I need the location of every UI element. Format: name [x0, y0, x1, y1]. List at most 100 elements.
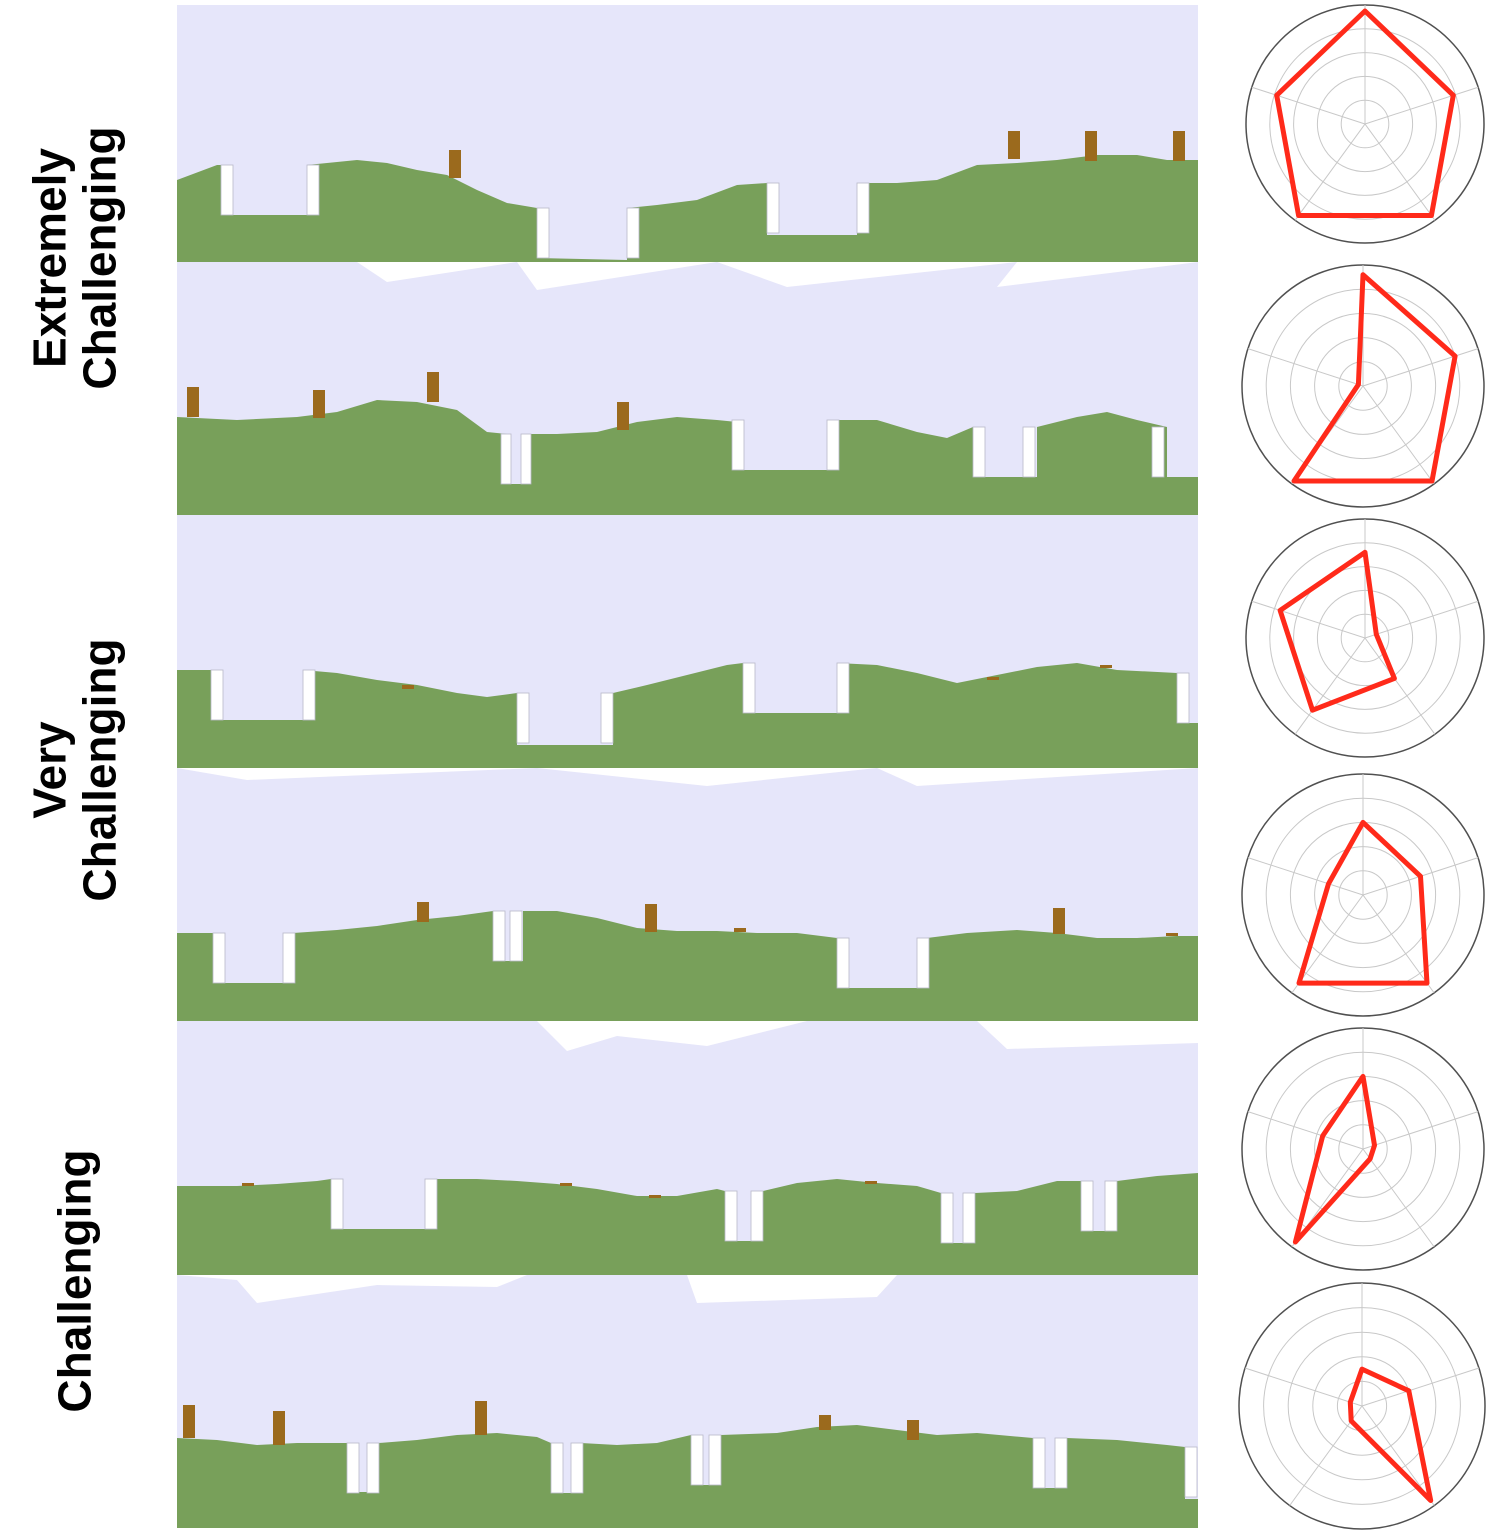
radar-spoke [1364, 600, 1479, 639]
pillar [1053, 908, 1065, 934]
pillar [649, 1195, 661, 1198]
pillar [987, 677, 999, 680]
radar-spoke [1294, 123, 1366, 221]
pillar [402, 685, 414, 689]
gap-wall [1176, 672, 1190, 724]
gap-wall [306, 164, 320, 216]
pillar [865, 1181, 877, 1184]
group-label-challenging: Challenging [49, 1148, 102, 1413]
pillar [475, 1401, 487, 1435]
gap-wall [500, 433, 512, 485]
gap-wall [940, 1192, 954, 1244]
gap-wall [826, 419, 840, 471]
gap-wall [536, 207, 550, 259]
gap-wall [1054, 1437, 1068, 1489]
radar-spoke [1364, 86, 1479, 125]
gap-wall [516, 692, 530, 744]
gap-wall [212, 932, 226, 984]
group-label-very-challenging: Very Challenging [24, 638, 127, 902]
gap-wall [600, 692, 614, 744]
pillar [1173, 131, 1185, 161]
gap-wall [1184, 1446, 1198, 1498]
sky-edge [177, 1275, 1198, 1303]
radar-spoke [1251, 86, 1366, 125]
radar-spoke [1362, 348, 1479, 387]
level-terrain-2 [177, 262, 1198, 515]
gap-wall [690, 1434, 704, 1486]
pillar [560, 1183, 572, 1186]
pillar [819, 1415, 831, 1430]
gap-wall [220, 164, 234, 216]
pillar [1100, 665, 1112, 668]
radar-chart-3 [1245, 518, 1485, 758]
ground [177, 1425, 1198, 1528]
radar-spoke [1244, 1367, 1363, 1407]
gap-wall [570, 1442, 584, 1494]
radar-chart-4 [1241, 773, 1485, 1017]
level-terrain-1 [177, 5, 1198, 262]
gap-wall [750, 1190, 764, 1242]
radar-chart-1 [1245, 4, 1485, 244]
pillar [1008, 131, 1020, 159]
level-terrain-4 [177, 768, 1198, 1021]
radar-polygon [1274, 8, 1456, 218]
radar-polygon [1347, 1366, 1434, 1503]
radar-spoke [1362, 385, 1435, 485]
pillar [1085, 131, 1097, 161]
gap-wall [742, 662, 756, 714]
gap-wall [708, 1434, 722, 1486]
pillar [313, 390, 325, 418]
ground [177, 911, 1198, 1021]
radar-spoke [1364, 123, 1436, 221]
pillar [427, 372, 439, 402]
radar-polygon [1291, 272, 1458, 484]
radar-chart-6 [1238, 1282, 1486, 1530]
radar-spoke [1291, 894, 1364, 994]
pillar [187, 387, 199, 417]
pillar [645, 904, 657, 932]
gap-wall [509, 910, 523, 962]
level-terrain-5 [177, 1021, 1198, 1275]
ground [177, 663, 1198, 768]
gap-wall [424, 1178, 438, 1230]
radar-spoke [1247, 1111, 1364, 1150]
radar-spoke [1361, 1367, 1480, 1407]
radar-spoke [1247, 348, 1364, 387]
gap-wall [856, 182, 870, 234]
pillar [617, 402, 629, 430]
group-label-extremely-challenging: Extremely Challenging [24, 125, 127, 390]
gap-wall [731, 419, 745, 471]
gap-wall [346, 1442, 360, 1494]
gap-wall [550, 1442, 564, 1494]
gap-wall [1022, 426, 1036, 478]
radar-polygon [1277, 549, 1397, 713]
gap-wall [1104, 1180, 1118, 1232]
gap-wall [492, 910, 506, 962]
gap-wall [972, 426, 986, 478]
pillar [907, 1420, 919, 1440]
level-terrain-3 [177, 515, 1198, 768]
gap-wall [520, 433, 532, 485]
pillar [273, 1411, 285, 1445]
gap-wall [210, 669, 224, 721]
pillar [1166, 933, 1178, 936]
radar-spoke [1247, 857, 1364, 896]
gap-wall [962, 1192, 976, 1244]
gap-wall [302, 669, 316, 721]
ground [177, 155, 1198, 262]
gap-wall [330, 1178, 344, 1230]
radar-spoke [1362, 1111, 1479, 1150]
radar-spoke [1362, 894, 1435, 994]
radar-spoke [1251, 600, 1366, 639]
gap-wall [766, 182, 780, 234]
radar-spoke [1364, 637, 1436, 735]
radar-chart-5 [1241, 1027, 1485, 1271]
gap-wall [836, 662, 850, 714]
gap-wall [916, 937, 930, 989]
sky-edge [177, 262, 1198, 290]
gap-wall [1032, 1437, 1046, 1489]
gap-wall [836, 937, 850, 989]
sky-edge [177, 768, 1198, 786]
gap-wall [724, 1190, 738, 1242]
gap-wall [366, 1442, 380, 1494]
